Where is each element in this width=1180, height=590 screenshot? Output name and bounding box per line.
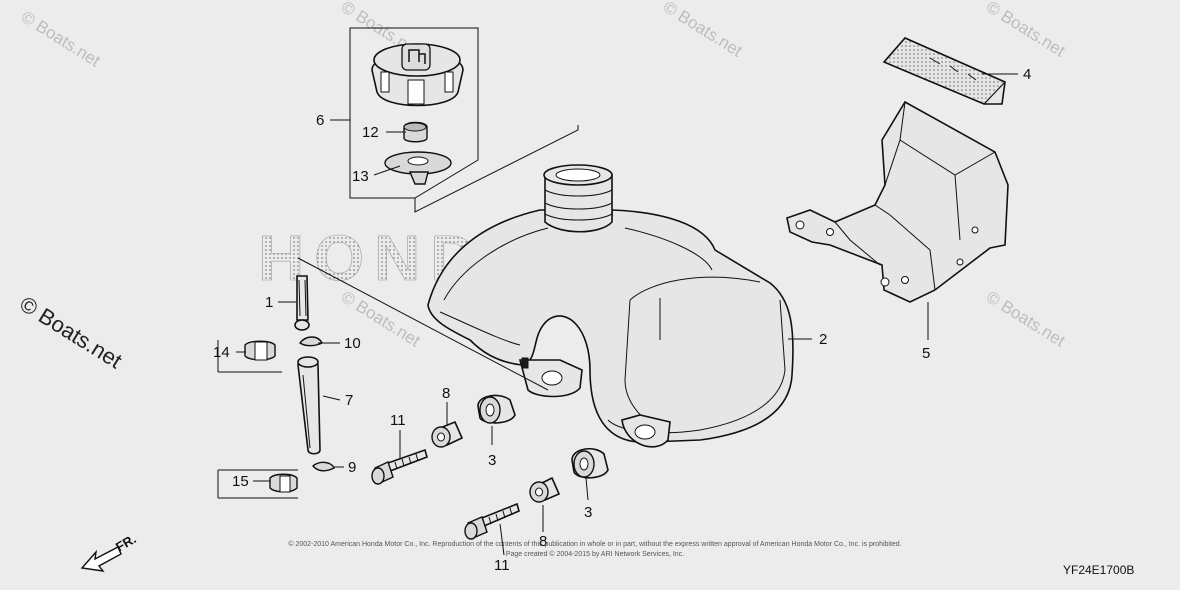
copyright-line: © 2002-2010 American Honda Motor Co., In… xyxy=(288,541,902,548)
watermark: © Boats.net xyxy=(983,0,1069,61)
rubber-mount-upper xyxy=(477,394,516,424)
watermark: © Boats.net xyxy=(660,0,746,61)
copyright-notice: © 2002-2010 American Honda Motor Co., In… xyxy=(175,540,1015,560)
rubber-cushion xyxy=(882,37,1007,105)
label-part-15: 15 xyxy=(232,473,249,490)
label-part-11: 11 xyxy=(494,557,510,574)
label-part-1: 1 xyxy=(265,294,273,311)
leader-lines xyxy=(236,73,1018,556)
label-part-5: 5 xyxy=(922,345,930,362)
watermark: © Boats.net xyxy=(18,7,104,70)
fuel-cap xyxy=(371,43,464,107)
hose-clip-9 xyxy=(312,461,335,472)
label-part-14: 14 xyxy=(213,344,230,361)
fuel-strainer xyxy=(294,275,310,331)
fuel-hose xyxy=(297,356,321,455)
label-part-6: 6 xyxy=(316,112,324,129)
label-part-11: 11 xyxy=(390,412,406,429)
cap-seal xyxy=(403,121,428,143)
bolt-lower xyxy=(464,502,520,540)
label-part-2: 2 xyxy=(819,331,827,348)
label-part-3: 3 xyxy=(488,452,496,469)
hose-clamp-15 xyxy=(269,473,298,493)
copyright-line: Page created © 2004-2015 by ARI Network … xyxy=(505,551,685,558)
diagram-code: YF24E1700B xyxy=(1063,563,1135,577)
bolt-upper xyxy=(371,448,428,485)
label-part-12: 12 xyxy=(362,124,379,141)
label-part-10: 10 xyxy=(344,335,361,352)
hose-clip-10 xyxy=(298,336,323,347)
label-part-7: 7 xyxy=(345,392,353,409)
label-part-4: 4 xyxy=(1023,66,1031,83)
watermark-main: © Boats.net xyxy=(15,291,126,373)
front-direction-arrow: FR. xyxy=(80,531,139,572)
tank-bracket xyxy=(786,100,1009,303)
part-number-labels: 1 2 3 3 4 5 6 7 8 8 9 10 11 11 12 13 14 … xyxy=(213,66,1031,574)
fuel-tank xyxy=(427,164,794,448)
label-part-9: 9 xyxy=(348,459,356,476)
collar-lower xyxy=(529,476,561,503)
hose-clamp-14 xyxy=(244,340,276,361)
label-part-8: 8 xyxy=(539,533,547,550)
rubber-mount-lower xyxy=(571,447,609,479)
collar-upper xyxy=(431,420,464,448)
label-part-3: 3 xyxy=(584,504,592,521)
label-part-8: 8 xyxy=(442,385,450,402)
watermark: © Boats.net xyxy=(983,287,1069,350)
label-part-13: 13 xyxy=(352,168,369,185)
cap-tether xyxy=(384,151,452,185)
